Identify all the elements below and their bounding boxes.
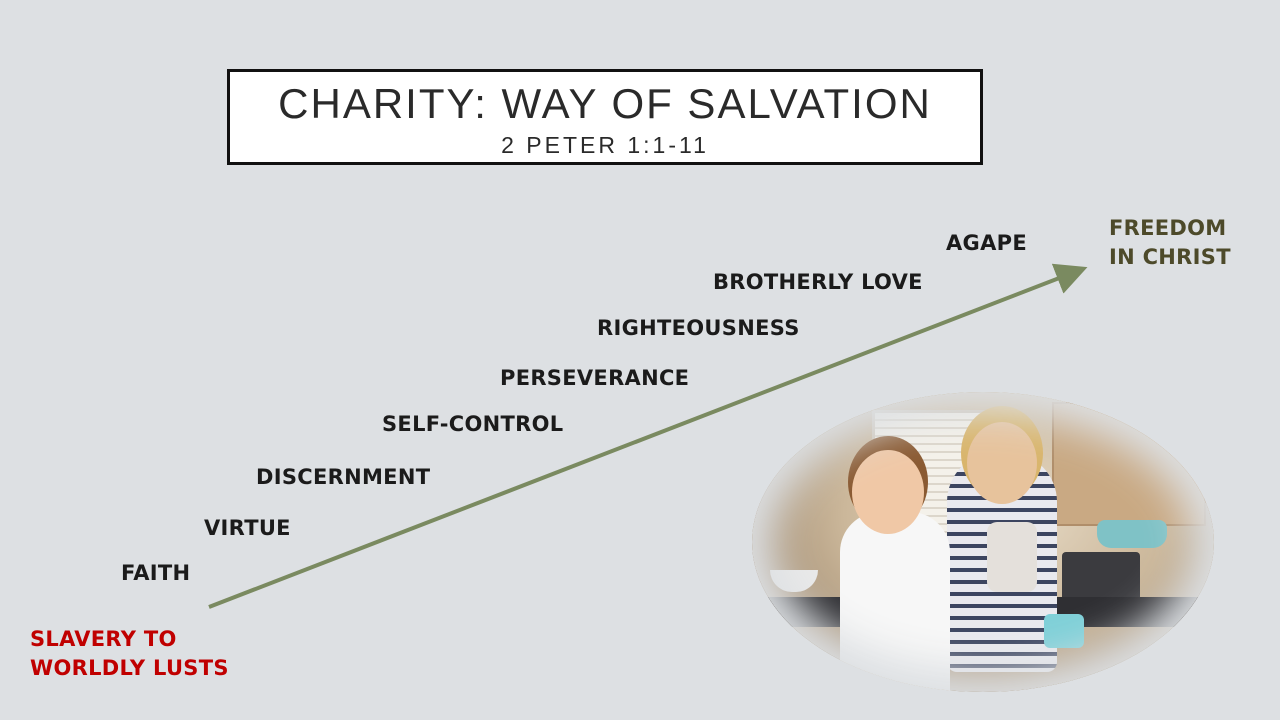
start-label-line1: SLAVERY TO — [30, 627, 177, 651]
end-label-line1: FREEDOM — [1109, 216, 1227, 240]
step-virtue: VIRTUE — [204, 516, 291, 540]
photo-woman-head — [967, 422, 1037, 504]
title-box: CHARITY: WAY OF SALVATION 2 PETER 1:1-11 — [227, 69, 983, 165]
step-faith: FAITH — [121, 561, 191, 585]
step-righteousness: RIGHTEOUSNESS — [597, 316, 800, 340]
step-self-control: SELF-CONTROL — [382, 412, 564, 436]
photo-fruit-bowl — [770, 570, 818, 592]
kitchen-photo — [752, 392, 1214, 692]
step-brotherly-love: BROTHERLY LOVE — [713, 270, 923, 294]
start-label-line2: WORLDLY LUSTS — [30, 656, 229, 680]
photo-boy — [840, 512, 950, 692]
slide-title: CHARITY: WAY OF SALVATION — [278, 80, 932, 127]
photo-pot — [1097, 520, 1167, 548]
end-label: FREEDOM IN CHRIST — [1109, 214, 1231, 272]
photo-towel — [987, 522, 1037, 592]
photo-cabinet — [1052, 402, 1206, 526]
slide-subtitle: 2 PETER 1:1-11 — [501, 132, 709, 158]
step-perseverance: PERSEVERANCE — [500, 366, 690, 390]
photo-vignette — [752, 392, 1214, 692]
start-label: SLAVERY TO WORLDLY LUSTS — [30, 625, 229, 683]
step-discernment: DISCERNMENT — [256, 465, 431, 489]
end-label-line2: IN CHRIST — [1109, 245, 1231, 269]
arrow-line — [208, 263, 1088, 609]
photo-cup — [1044, 614, 1084, 648]
step-agape: AGAPE — [946, 231, 1027, 255]
photo-boy-head — [852, 450, 924, 534]
